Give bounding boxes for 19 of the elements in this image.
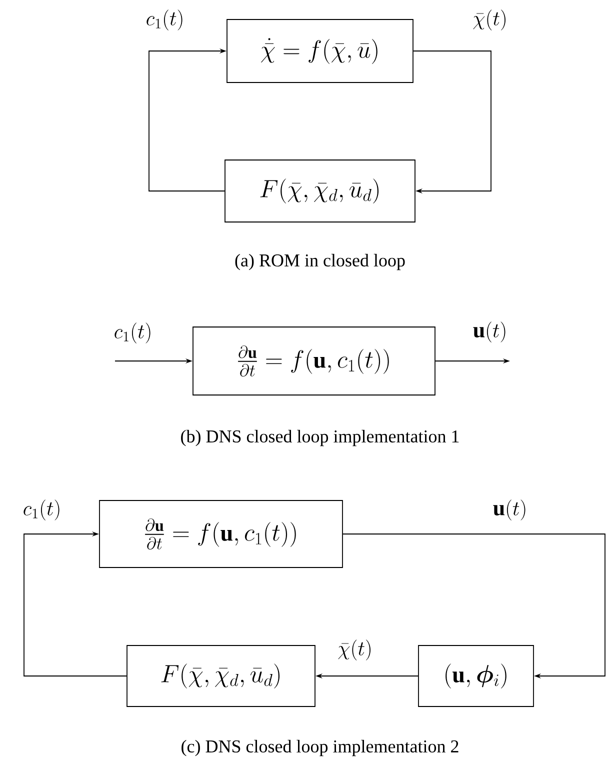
edge-label: $\mathbf{u}(t)$: [492, 498, 528, 522]
edge-label: $c_1(t)$: [22, 498, 62, 522]
subfigure-caption: (b) DNS closed loop implementation 1: [181, 430, 459, 446]
arrow: [413, 50, 492, 194]
process-box: $\frac{\partial \mathbf{u}}{\partial t} = f(\mathbf{u}, c_1(t))$: [192, 326, 436, 396]
edge-label: $c_1(t)$: [112, 322, 154, 344]
process-box: $\dot{\bar{\chi}} = f(\bar{\chi}, \bar{u})$: [226, 19, 414, 83]
edge-label: $c_1(t)$: [144, 8, 186, 32]
process-box: $\frac{\partial \mathbf{u}}{\partial t} = f(\mathbf{u}, c_1(t))$: [99, 500, 343, 568]
subfigure-caption: (c) DNS closed loop implementation 2: [182, 740, 458, 756]
process-box: $(\mathbf{u}, \boldsymbol{\phi}_i)$: [418, 645, 534, 707]
subfigure-caption: (a) ROM in closed loop: [235, 254, 405, 270]
process-box: $F(\bar{\chi}, \bar{\chi}_d, \bar{u}_d)$: [126, 645, 316, 707]
arrow: [342, 534, 606, 679]
edge-label: $\bar{\chi}(t)$: [472, 8, 508, 32]
edge-label: $\mathbf{u}(t)$: [472, 320, 508, 344]
edge-label: $\bar{\chi}(t)$: [336, 638, 374, 662]
process-box: $F(\bar{\chi}, \bar{\chi}_d, \bar{u}_d)$: [224, 160, 416, 222]
arrow: [24, 531, 127, 676]
